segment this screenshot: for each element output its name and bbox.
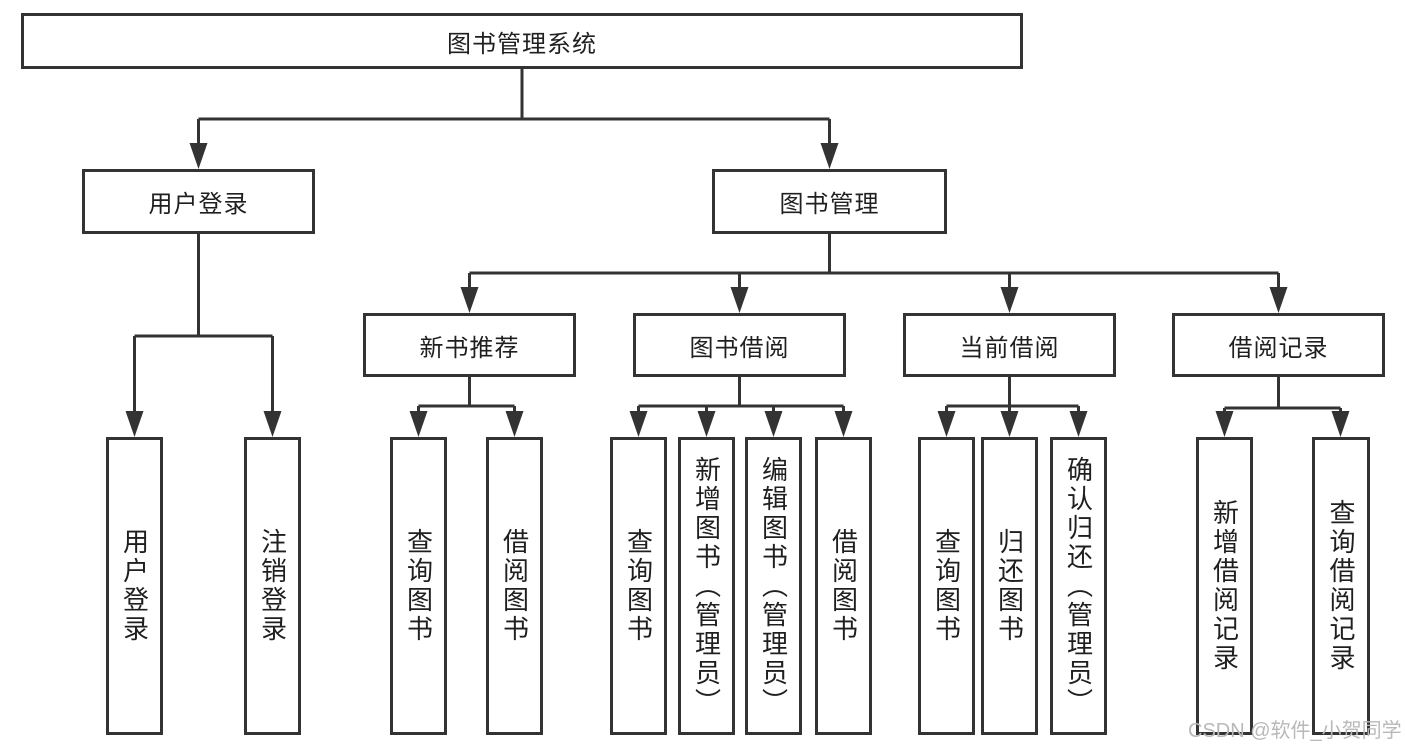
leaf-confirm-return-admin: 确认归还（管理员） <box>1050 437 1107 735</box>
connector-root-split <box>189 69 839 169</box>
node-borrowing-records: 借阅记录 <box>1172 313 1385 377</box>
leaf-add-book-admin: 新增图书（管理员） <box>678 437 735 735</box>
leaf-query-books: 查询图书 <box>390 437 447 735</box>
connector-book-management-split <box>460 234 1288 313</box>
leaf-edit-book-admin: 编辑图书（管理员） <box>745 437 802 735</box>
node-new-book-recommendation: 新书推荐 <box>363 313 576 377</box>
leaf-query-borrow-record: 查询借阅记录 <box>1312 437 1370 735</box>
leaf-return-books: 归还图书 <box>981 437 1038 735</box>
connector-borrowing-records-split <box>1215 377 1350 437</box>
connector-book-borrowing-split <box>629 377 853 437</box>
leaf-query-books: 查询图书 <box>610 437 667 735</box>
leaf-borrow-books: 借阅图书 <box>815 437 872 735</box>
leaf-query-books: 查询图书 <box>918 437 975 735</box>
leaf-add-borrow-record: 新增借阅记录 <box>1196 437 1253 735</box>
leaf-logout: 注销登录 <box>244 437 301 735</box>
connector-user-login-split <box>125 234 282 437</box>
leaf-user-login: 用户登录 <box>106 437 163 735</box>
csdn-watermark: CSDN @软件_小贺同学 <box>1188 720 1402 742</box>
connector-new-book-split <box>409 377 524 437</box>
node-current-borrowing: 当前借阅 <box>903 313 1116 377</box>
leaf-borrow-books: 借阅图书 <box>486 437 543 735</box>
node-user-login: 用户登录 <box>82 169 315 234</box>
connector-current-borrowing-split <box>937 377 1088 437</box>
node-book-management: 图书管理 <box>712 169 947 234</box>
node-book-borrowing: 图书借阅 <box>633 313 846 377</box>
node-library-management-system: 图书管理系统 <box>21 13 1023 69</box>
